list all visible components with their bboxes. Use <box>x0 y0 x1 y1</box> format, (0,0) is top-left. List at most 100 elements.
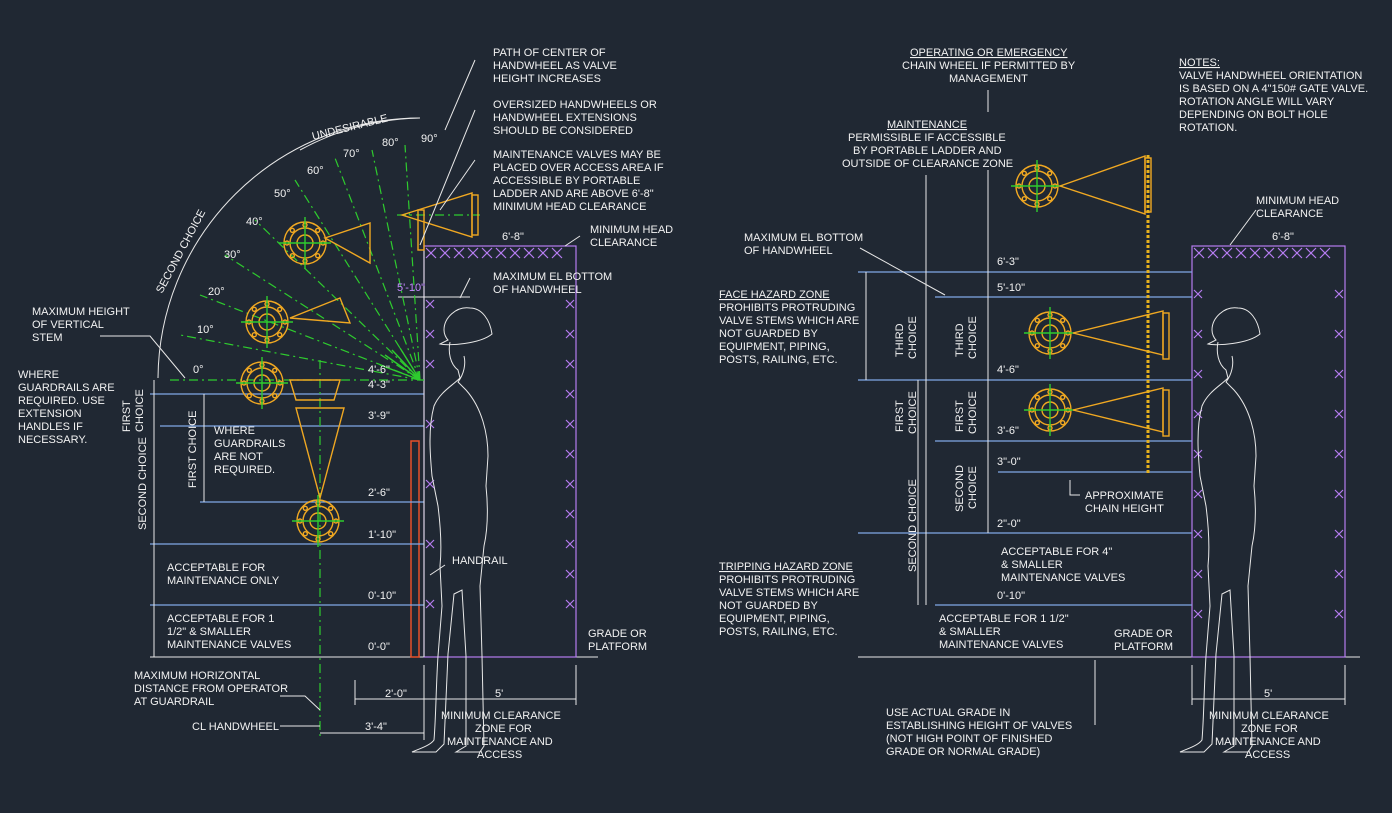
angle-90: 90° <box>421 133 438 145</box>
r-dim-010: 0'-10" <box>997 590 1025 602</box>
use-actual-3: (NOT HIGH POINT OF FINISHED <box>886 733 1052 745</box>
dim-668: 6'-8" <box>502 231 524 243</box>
r-dim-668: 6'-8" <box>1272 231 1294 243</box>
angle-20: 20° <box>208 286 225 298</box>
notes-4: DEPENDING ON BOLT HOLE <box>1179 109 1328 121</box>
dim-5: 5' <box>495 688 503 700</box>
max-vertical-3: STEM <box>32 332 63 344</box>
note-oversized-2: HANDWHEEL EXTENSIONS <box>493 112 637 124</box>
acc112-3: MAINTENANCE VALVES <box>939 639 1063 651</box>
r-min-head-1: MINIMUM HEAD <box>1256 195 1339 207</box>
use-actual-4: GRADE OR NORMAL GRADE) <box>886 746 1040 758</box>
face-sub-4: EQUIPMENT, PIPING, <box>719 341 830 353</box>
trip-sub-1: PROHIBITS PROTRUDING <box>719 574 855 586</box>
face-sub-5: POSTS, RAILING, ETC. <box>719 354 838 366</box>
max-vertical-1: MAXIMUM HEIGHT <box>32 306 130 318</box>
guardrails-req-5: HANDLES IF <box>18 421 83 433</box>
guardrails-not-1: WHERE <box>214 425 255 437</box>
face-sub-3: NOT GUARDED BY <box>719 328 818 340</box>
maint-sub-1: PERMISSIBLE IF ACCESSIBLE <box>848 132 1006 144</box>
notes-2: IS BASED ON A 4"150# GATE VALVE. <box>1179 83 1368 95</box>
angle-30: 30° <box>224 249 241 261</box>
dim-39: 3'-9" <box>368 410 390 422</box>
max-el-1: MAXIMUM EL BOTTOM <box>493 271 612 283</box>
operating-sub-1: CHAIN WHEEL IF PERMITTED BY <box>902 60 1076 72</box>
angle-80: 80° <box>382 137 399 149</box>
notes-title: NOTES: <box>1179 57 1220 69</box>
acc4-2: & SMALLER <box>1001 559 1063 571</box>
r-dim-5: 5' <box>1264 688 1272 700</box>
angle-60: 60° <box>307 165 324 177</box>
max-vertical-2: OF VERTICAL <box>32 319 104 331</box>
r-grade-2: PLATFORM <box>1114 641 1173 653</box>
angle-40: 40° <box>246 216 263 228</box>
right-drawing <box>858 90 1360 753</box>
dim-510: 5'-10" <box>397 282 425 294</box>
trip-sub-4: EQUIPMENT, PIPING, <box>719 613 830 625</box>
dim-43: 4'-3" <box>368 379 390 391</box>
min-head-1: MINIMUM HEAD <box>590 224 673 236</box>
r-min-zone-1: MINIMUM CLEARANCE <box>1209 710 1329 722</box>
first-a1: FIRST <box>894 400 906 432</box>
second-b1: SECOND <box>954 465 966 512</box>
guardrails-not-3: ARE NOT <box>214 451 263 463</box>
approx-2: CHAIN HEIGHT <box>1085 503 1164 515</box>
first-choice-v2: CHOICE <box>134 389 146 432</box>
note-maint-1: MAINTENANCE VALVES MAY BE <box>493 149 661 161</box>
acc112-2: & SMALLER <box>939 626 1001 638</box>
min-zone-3: MAINTENANCE AND <box>447 736 553 748</box>
second-choice-arc-label: SECOND CHOICE <box>154 208 208 296</box>
angle-70: 70° <box>343 148 360 160</box>
r-min-zone-2: ZONE FOR <box>1241 723 1298 735</box>
note-oversized-1: OVERSIZED HANDWHEELS OR <box>493 99 657 111</box>
r-dim-510: 5'-10" <box>997 282 1025 294</box>
guardrails-req-6: NECESSARY. <box>18 434 87 446</box>
note-path-2: HANDWHEEL AS VALVE <box>493 60 617 72</box>
first-a2: CHOICE <box>907 391 919 434</box>
dim-010: 0'-10" <box>368 590 396 602</box>
note-maint-5: MINIMUM HEAD CLEARANCE <box>493 201 646 213</box>
note-path-1: PATH OF CENTER OF <box>493 47 606 59</box>
notes-3: ROTATION ANGLE WILL VARY <box>1179 96 1335 108</box>
r-min-head-2: CLEARANCE <box>1256 208 1323 220</box>
second-choice-r: SECOND CHOICE <box>907 479 919 572</box>
undesirable-label: UNDESIRABLE <box>311 112 389 142</box>
left-drawing <box>100 59 598 753</box>
note-maint-2: PLACED OVER ACCESS AREA IF <box>493 162 664 174</box>
r-max-el-2: OF HANDWHEEL <box>744 245 833 257</box>
guardrails-not-2: GUARDRAILS <box>214 438 286 450</box>
acc4-3: MAINTENANCE VALVES <box>1001 572 1125 584</box>
note-oversized-3: SHOULD BE CONSIDERED <box>493 125 633 137</box>
acc112-1: ACCEPTABLE FOR 1 1/2" <box>939 613 1069 625</box>
operating-title: OPERATING OR EMERGENCY <box>910 47 1068 59</box>
first-choice-long: FIRST CHOICE <box>187 411 199 488</box>
handrail-label: HANDRAIL <box>452 555 508 567</box>
dim-34: 3'-4" <box>365 721 387 733</box>
first-b2: CHOICE <box>967 391 979 434</box>
face-title: FACE HAZARD ZONE <box>719 289 830 301</box>
min-head-2: CLEARANCE <box>590 237 657 249</box>
maint-sub-2: BY PORTABLE LADDER AND <box>853 145 1002 157</box>
trip-title: TRIPPING HAZARD ZONE <box>719 561 853 573</box>
third-a1: THIRD <box>894 323 906 357</box>
min-zone-4: ACCESS <box>477 749 522 761</box>
cl-handwheel: CL HANDWHEEL <box>192 721 279 733</box>
trip-sub-5: POSTS, RAILING, ETC. <box>719 626 838 638</box>
second-b2: CHOICE <box>967 466 979 509</box>
grade-1: GRADE OR <box>588 628 647 640</box>
r-min-zone-3: MAINTENANCE AND <box>1215 736 1321 748</box>
max-horiz-1: MAXIMUM HORIZONTAL <box>134 670 260 682</box>
angle-10: 10° <box>197 324 214 336</box>
r-dim-30: 3"-0" <box>997 456 1021 468</box>
dim-46: 4'-6" <box>368 364 390 376</box>
max-horiz-2: DISTANCE FROM OPERATOR <box>134 683 288 695</box>
r-dim-46: 4'-6" <box>997 364 1019 376</box>
angle-50: 50° <box>274 188 291 200</box>
r-dim-36: 3'-6" <box>997 425 1019 437</box>
guardrails-req-1: WHERE <box>18 369 59 381</box>
note-maint-3: ACCESSIBLE BY PORTABLE <box>493 175 640 187</box>
acc-maint-2: MAINTENANCE ONLY <box>167 575 280 587</box>
max-el-2: OF HANDWHEEL <box>493 284 582 296</box>
dim-110: 1'-10" <box>368 529 396 541</box>
